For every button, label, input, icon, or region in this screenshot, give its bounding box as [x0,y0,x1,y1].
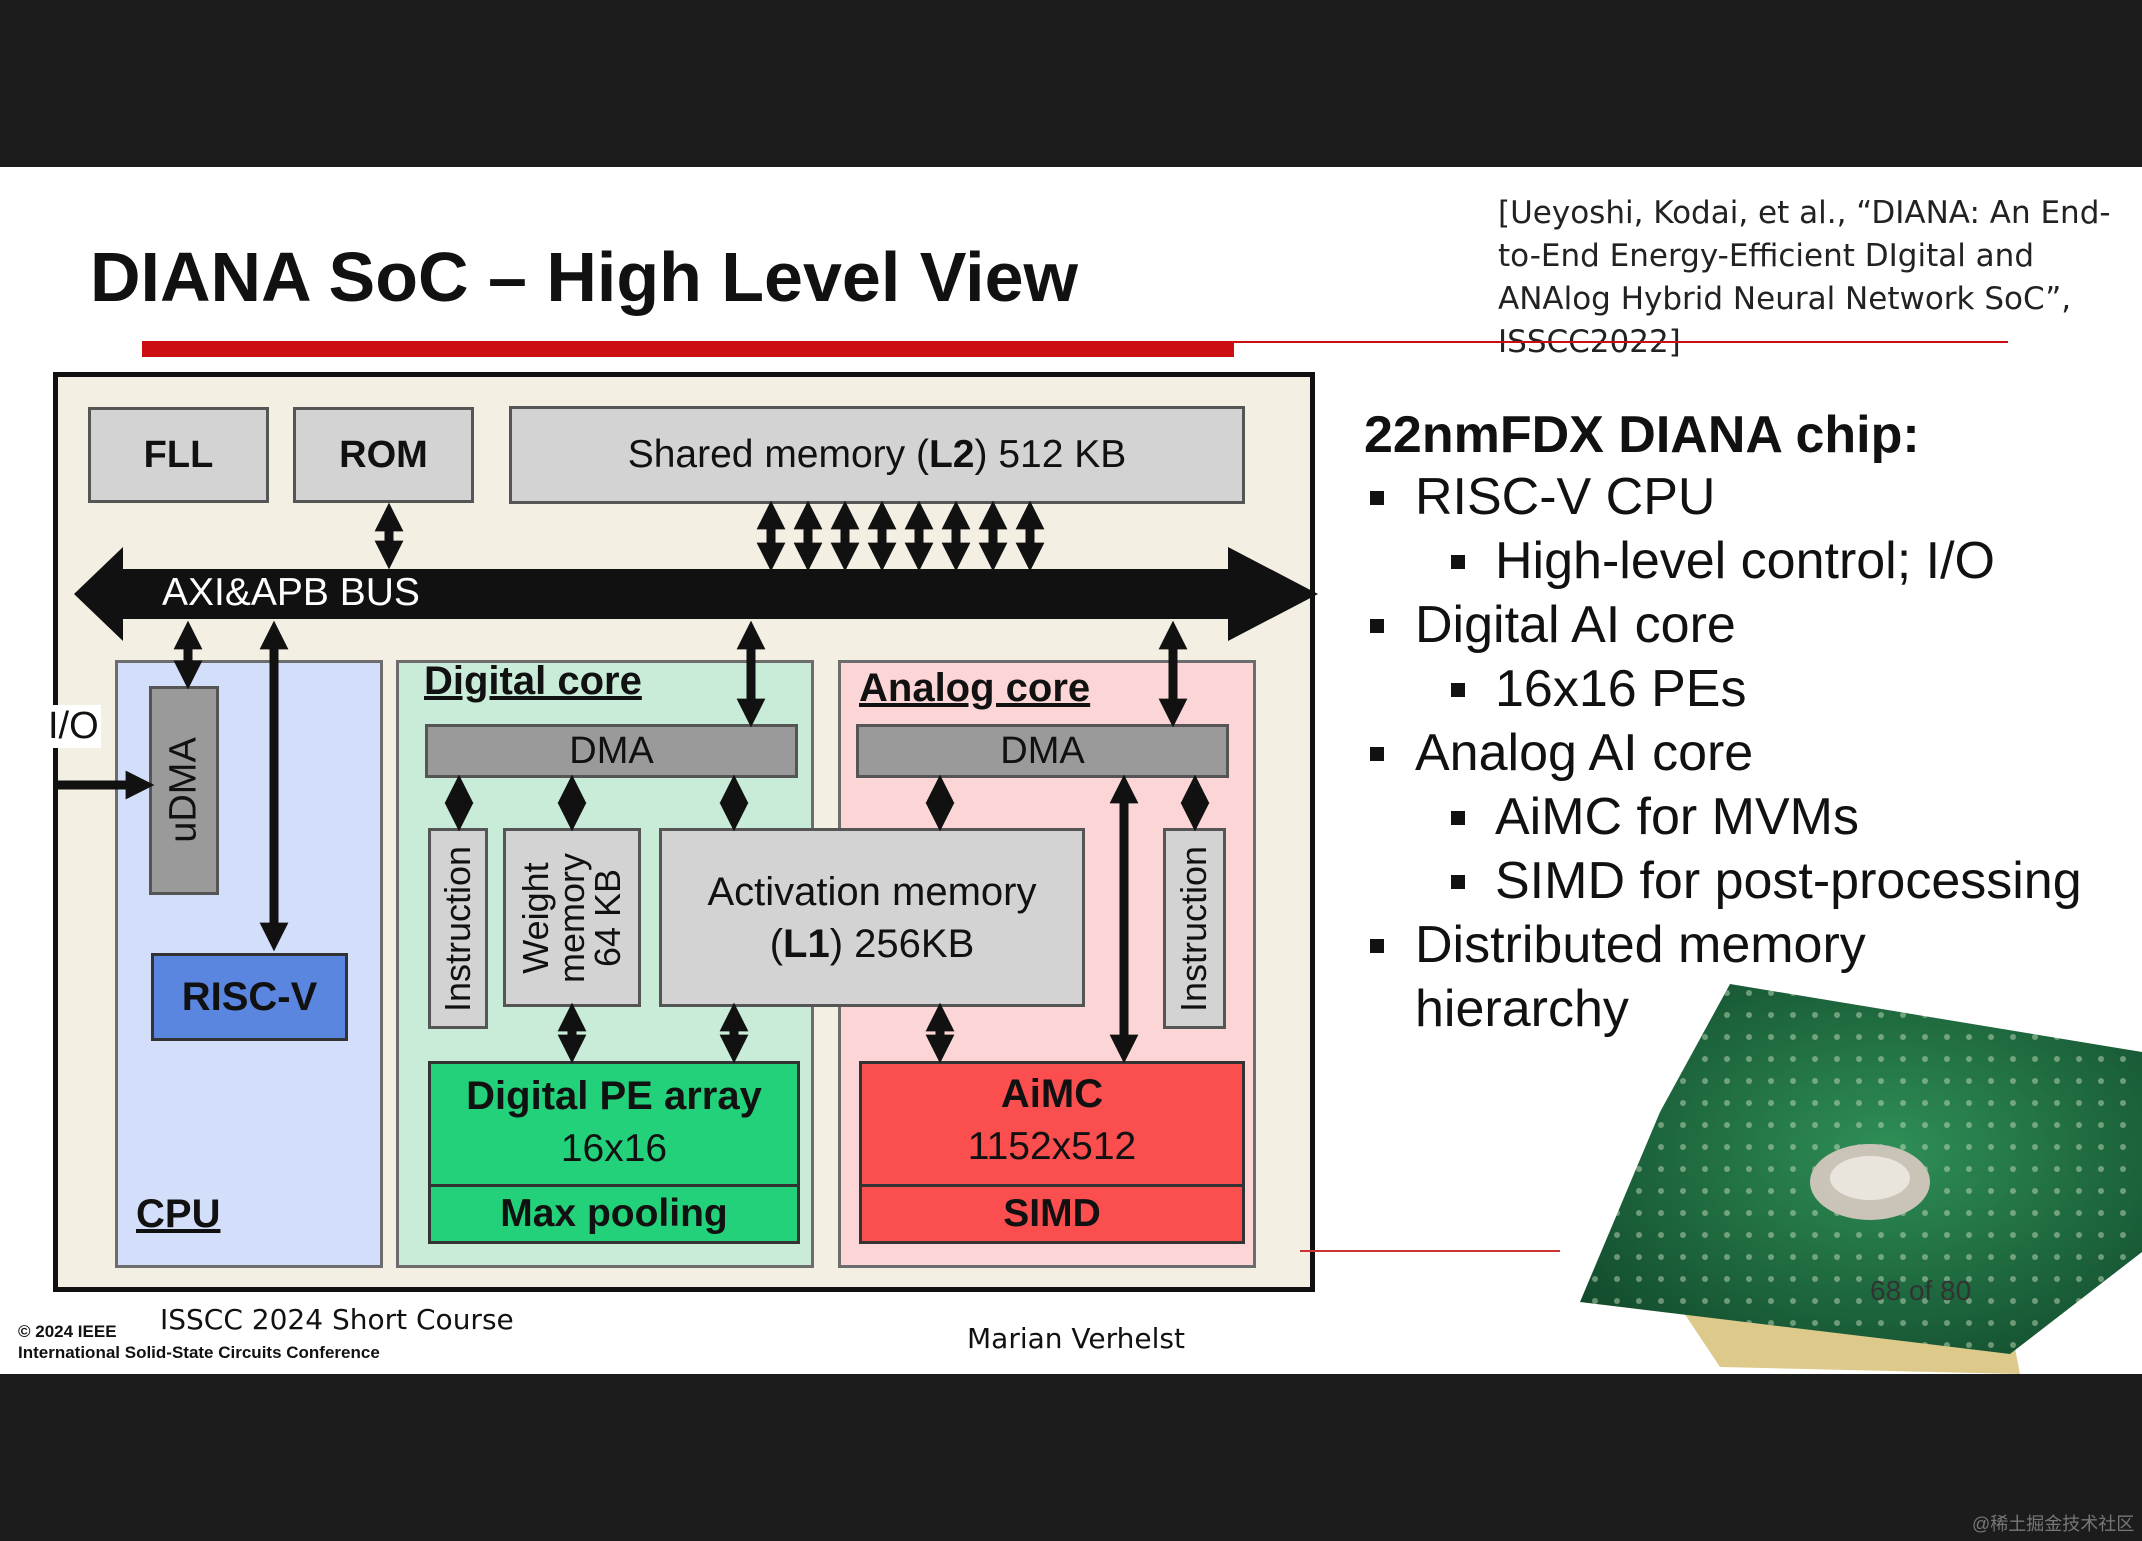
activation-memory-line2: (L1) 256KB [769,921,975,966]
max-pooling-block: Max pooling [428,1184,800,1244]
max-pooling-label: Max pooling [500,1192,728,1235]
bullet-item: Analog AI core [1415,724,1754,782]
bullet-marker [1451,555,1465,569]
activation-memory-line1: Activation memory [707,869,1037,914]
activation-memory-suffix: ) 256KB [829,921,975,966]
digital-pe-array-block: Digital PE array 16x16 [428,1061,800,1187]
aimc-block: AiMC 1152x512 [859,1061,1245,1187]
bullet-item: RISC-V CPU [1415,468,1716,526]
weight-memory-block [503,828,641,1007]
bullet-marker [1370,491,1384,505]
aimc-title: AiMC [1000,1072,1104,1116]
bullet-item: High-level control; I/O [1495,532,1995,590]
bullet-item: hierarchy [1415,980,1629,1038]
bullet-item: Digital AI core [1415,596,1736,654]
rom-block: ROM [293,407,474,503]
slide-title: DIANA SoC – High Level View [90,238,1078,316]
aimc-size: 1152x512 [967,1125,1137,1168]
footer-copyright: © 2024 IEEE [18,1322,117,1341]
fll-label: FLL [143,433,214,476]
slide: DIANA SoC – High Level View [Ueyoshi, Ko… [0,167,2142,1374]
bullet-item: Distributed memory [1415,916,1866,974]
footer-red-line [1300,1250,1560,1252]
footer-presenter: Marian Verhelst [967,1322,1185,1355]
bullet-item: 16x16 PEs [1495,660,1747,718]
simd-block: SIMD [859,1184,1245,1244]
bullet-marker [1451,683,1465,697]
l2-label-bold: L2 [928,433,975,476]
analog-instruction-block [1163,828,1226,1029]
digital-dma-block: DMA [425,724,798,778]
bullet-item: AiMC for MVMs [1495,788,1859,846]
bullet-marker [1451,875,1465,889]
citation: [Ueyoshi, Kodai, et al., “DIANA: An End-… [1498,195,2111,360]
pe-array-size: 16x16 [560,1127,668,1170]
analog-core-label: Analog core [859,666,1091,710]
title-red-bar [142,341,1234,357]
bullet-marker [1370,939,1384,953]
l2-shared-memory-block: Shared memory (L2) 512 KB [509,406,1245,504]
chip-die-highlight [1830,1156,1910,1200]
footer-course: ISSCC 2024 Short Course [160,1303,514,1336]
l2-label-suffix: ) 512 KB [974,433,1127,476]
page-number: 68 of 80 [1870,1275,1972,1306]
analog-dma-block: DMA [856,724,1229,778]
bullet-marker [1370,619,1384,633]
bullet-marker [1451,811,1465,825]
bullet-marker [1370,747,1384,761]
chip-photo [1580,984,2142,1374]
riscv-block: RISC-V [151,953,348,1041]
digital-core-label: Digital core [424,659,642,703]
digital-dma-label: DMA [569,729,654,772]
bus-label: AXI&APB BUS [162,571,420,614]
activation-memory-block: Activation memory (L1) 256KB [659,828,1085,1007]
watermark: @稀土掘金技术社区 [1972,1514,2135,1534]
io-label: I/O [46,705,101,748]
rom-label: ROM [339,433,428,476]
footer-conference: International Solid-State Circuits Confe… [18,1343,380,1362]
bullet-heading: 22nmFDX DIANA chip: [1364,406,1920,464]
cpu-label: CPU [136,1192,221,1236]
analog-dma-label: DMA [1000,729,1085,772]
pe-array-title: Digital PE array [466,1074,762,1118]
simd-label: SIMD [1003,1192,1101,1235]
l2-label-prefix: Shared memory ( [627,433,929,476]
bus-and-arrows [58,500,1318,1064]
title-red-line [1234,341,2008,343]
bullet-item: SIMD for post-processing [1495,852,2082,910]
riscv-label: RISC-V [181,974,318,1019]
fll-block: FLL [88,407,269,503]
activation-memory-bold: L1 [783,921,830,966]
soc-block-diagram: FLL ROM Shared memory (L2) 512 KB Digita… [53,372,1318,1292]
